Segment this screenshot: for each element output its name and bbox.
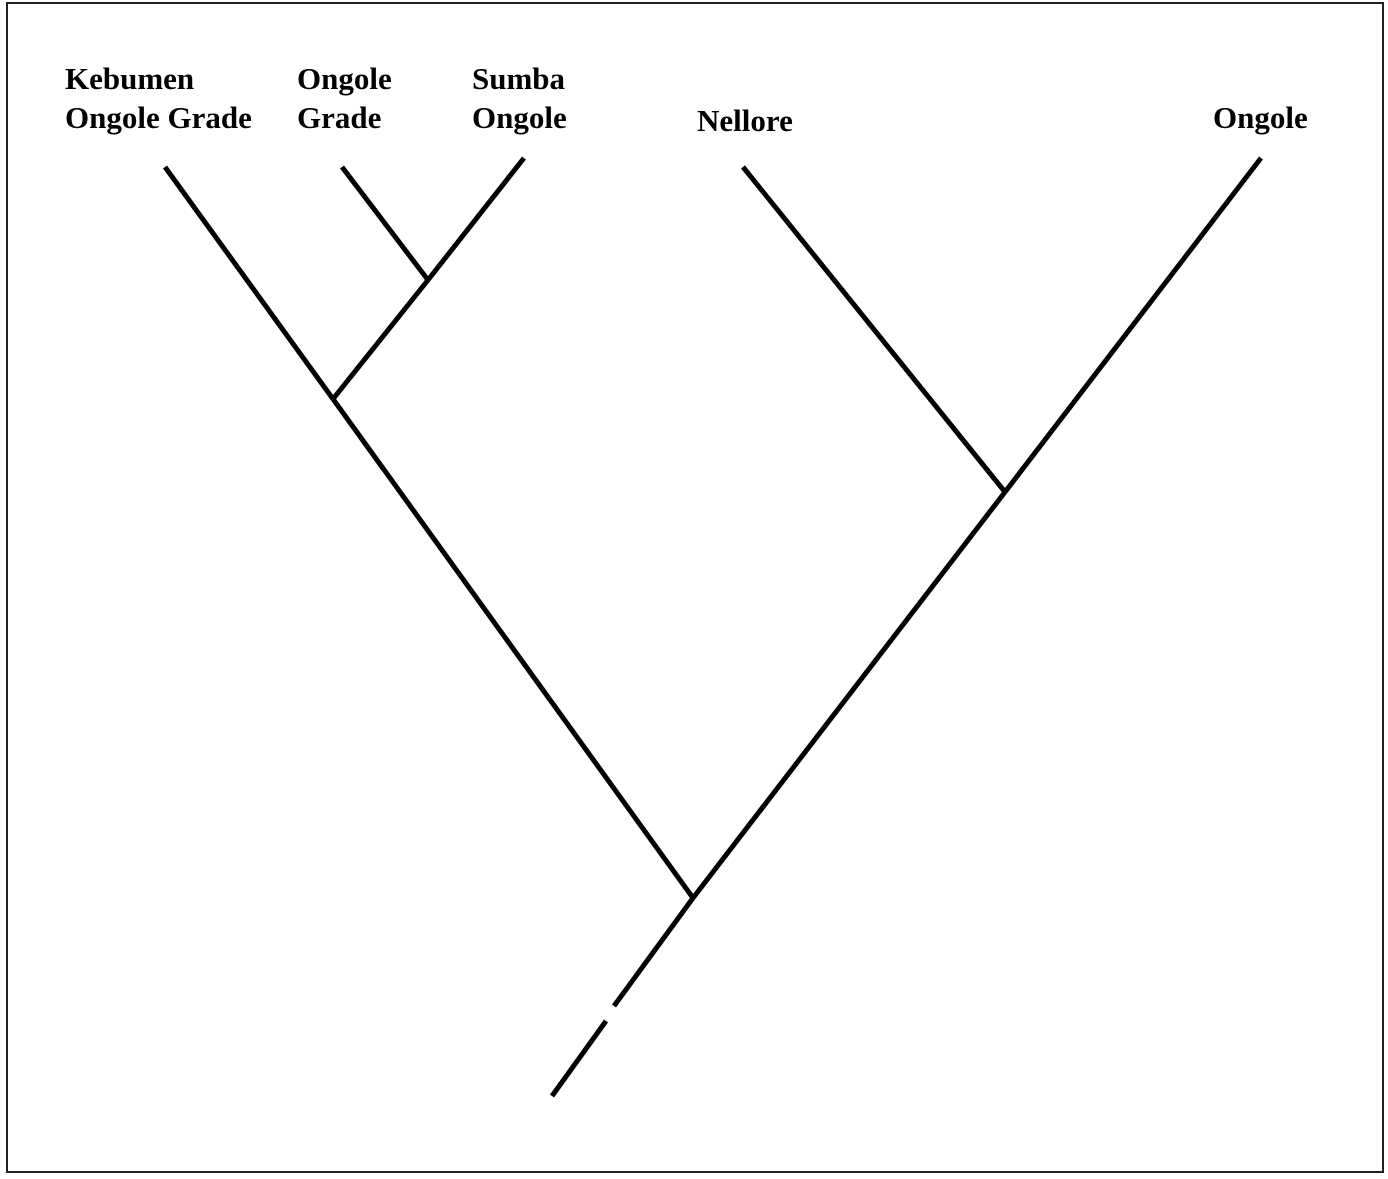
taxon-label-kebumen-line2: Ongole Grade: [65, 100, 252, 135]
taxon-label-ongole: Ongole: [1213, 100, 1308, 135]
branch-internal-right-clade: [691, 490, 1007, 900]
branch-terminal-kebumen-ongole-grade: [162, 165, 336, 401]
taxon-label-kebumen-line1: Kebumen: [65, 61, 194, 96]
branch-terminal-nellore: [741, 165, 1007, 494]
branch-internal-left-clade: [330, 397, 696, 900]
branch-terminal-ongole-grade: [340, 165, 430, 282]
branch-internal-ongole-grade-sumba-clade: [331, 278, 430, 401]
taxon-label-ongole-grade-line1: Ongole: [297, 61, 392, 96]
tree-branches: [162, 156, 1263, 1098]
branch-terminal-sumba-ongole: [426, 156, 526, 282]
taxon-labels: Kebumen Ongole Grade Ongole Grade Sumba …: [65, 61, 1308, 138]
taxon-label-sumba-line2: Ongole: [472, 100, 567, 135]
figure-border: [6, 2, 1384, 1173]
taxon-label-nellore: Nellore: [697, 103, 793, 138]
branch-root-lower: [549, 1019, 609, 1098]
branch-terminal-ongole: [1003, 156, 1263, 494]
taxon-label-sumba-line1: Sumba: [472, 61, 566, 96]
taxon-label-ongole-grade-line2: Grade: [297, 100, 381, 135]
branch-root-upper: [611, 896, 696, 1008]
